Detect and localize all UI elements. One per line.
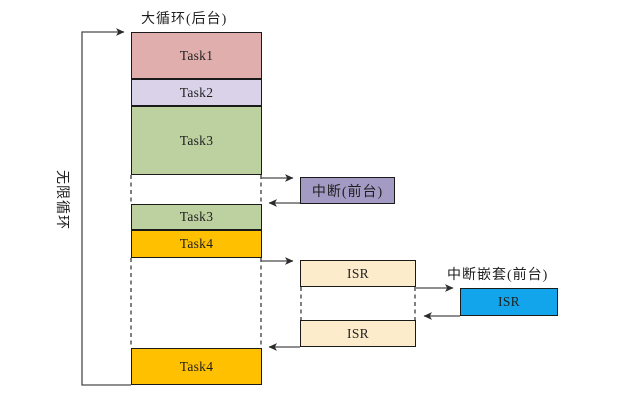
block-label: Task4: [179, 236, 214, 251]
block-label: Task1: [179, 47, 214, 63]
box-label: ISR: [347, 325, 369, 341]
box-label: ISR: [498, 294, 520, 309]
block-task1: Task1: [131, 32, 262, 79]
box-label: ISR: [347, 265, 369, 281]
box-interrupt-foreground: 中断(前台): [300, 177, 395, 204]
title-nested-interrupt: 中断嵌套(前台): [447, 268, 549, 283]
box-isr-nested: ISR: [460, 288, 558, 316]
block-gap-interrupt: [131, 175, 262, 204]
box-label: 中断(前台): [311, 184, 384, 200]
block-label: Task3: [179, 209, 214, 224]
block-task4-first: Task4: [131, 230, 262, 258]
block-label: Task3: [179, 132, 214, 148]
block-task3-first: Task3: [131, 106, 262, 175]
block-task4-second: Task4: [131, 348, 262, 385]
title-background-loop: 大循环(后台): [141, 12, 228, 27]
label-infinite-loop: 无限循环: [54, 170, 69, 230]
dashed-guide-isr: [300, 287, 416, 320]
block-label: Task4: [179, 358, 214, 374]
box-isr-lower: ISR: [300, 320, 416, 347]
block-label: Task2: [179, 84, 214, 100]
block-task2: Task2: [131, 79, 262, 106]
block-task3-second: Task3: [131, 204, 262, 230]
infinite-loop-bracket: [81, 28, 131, 386]
block-gap-isr: [131, 258, 262, 348]
box-isr-upper: ISR: [300, 260, 416, 287]
